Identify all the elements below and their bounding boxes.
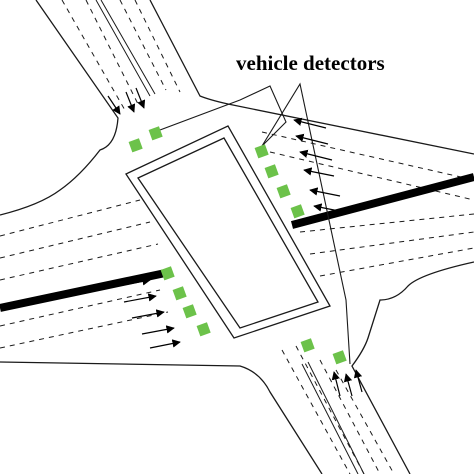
- detector-square-icon: [300, 338, 315, 353]
- north-median-a: [95, 0, 151, 97]
- callout-line-north: [159, 85, 287, 147]
- callout-lines: [159, 82, 351, 365]
- north-road-left-edge: [0, 0, 119, 216]
- west-lane-line-3: [0, 243, 159, 281]
- detector-square-icon: [290, 204, 305, 219]
- east-lane-line-2: [269, 151, 474, 201]
- south-median-b: [307, 361, 365, 474]
- arrow-right-icon: [131, 309, 165, 319]
- arrow-down-icon: [135, 87, 146, 109]
- arrow-left-icon: [313, 203, 345, 213]
- north-median-b: [100, 0, 156, 95]
- south-road-right-edge: [351, 261, 474, 474]
- north-lane-line-1: [61, 0, 127, 113]
- detector-square-icon: [182, 304, 197, 319]
- detector-square-icon: [254, 144, 269, 159]
- north-road-right-edge: [149, 0, 474, 155]
- detector-square-icon: [332, 350, 347, 365]
- south-lane-line-2: [295, 345, 365, 474]
- island-inner: [137, 137, 319, 329]
- north-lane-line-4: [134, 0, 181, 93]
- west-lane-line-2: [0, 221, 151, 259]
- arrow-left-icon: [309, 187, 341, 197]
- arrow-down-icon: [107, 95, 121, 115]
- south-lane-line-1: [281, 349, 351, 474]
- arrow-left-icon: [293, 117, 327, 129]
- west-lane-line-1: [0, 199, 141, 237]
- arrow-right-icon: [141, 325, 175, 335]
- arrow-right-icon: [149, 339, 181, 349]
- central-island: [125, 125, 331, 339]
- island-outer: [125, 125, 331, 339]
- east-lane-line-5: [319, 247, 474, 277]
- arrow-up-icon: [331, 371, 341, 397]
- east-median-bar: [290, 173, 474, 229]
- traffic-arrows: [107, 87, 363, 397]
- west-median-bar: [0, 268, 171, 312]
- detector-square-icon: [160, 266, 175, 281]
- arrow-left-icon: [299, 149, 333, 161]
- detector-callout-label: vehicle detectors: [236, 51, 385, 75]
- arrow-left-icon: [295, 133, 329, 145]
- detector-square-icon: [128, 138, 143, 153]
- arrow-left-icon: [303, 167, 335, 177]
- north-lane-line-3: [119, 0, 167, 91]
- arrow-right-icon: [117, 277, 151, 287]
- detector-square-icon: [276, 184, 291, 199]
- south-road-left-edge: [0, 361, 323, 474]
- detector-square-icon: [148, 126, 163, 141]
- east-lane-line-4: [309, 231, 474, 255]
- detectors: [128, 126, 347, 365]
- medians: [0, 173, 474, 312]
- west-lane-line-4: [0, 289, 161, 327]
- south-lane-line-3: [319, 359, 381, 474]
- detector-square-icon: [196, 322, 211, 337]
- arrow-right-icon: [123, 293, 157, 303]
- south-median-a: [301, 363, 359, 474]
- south-lane-line-4: [335, 369, 395, 474]
- arrow-up-icon: [353, 369, 363, 393]
- detector-square-icon: [264, 164, 279, 179]
- east-lane-line-1: [261, 131, 474, 181]
- arrow-up-icon: [343, 373, 353, 397]
- west-lane-line-5: [0, 311, 169, 349]
- arrow-down-icon: [125, 91, 136, 113]
- detector-square-icon: [172, 286, 187, 301]
